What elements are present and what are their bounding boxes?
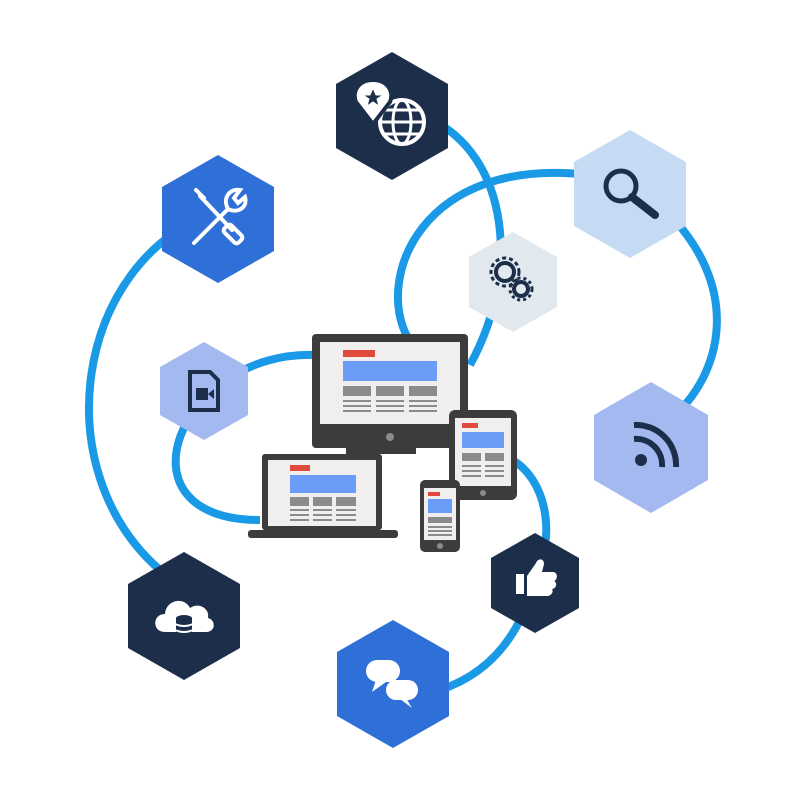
tablet-part: [462, 423, 478, 428]
video-file-icon-part: [188, 370, 220, 412]
smartphone-part: [428, 517, 452, 523]
laptop-part: [290, 465, 310, 471]
magnifier-icon-part: [628, 193, 659, 219]
connection-rings: [85, 111, 721, 694]
chat-node: [337, 620, 449, 748]
wrench-screwdriver-icon: [192, 187, 248, 246]
rss-feed-icon: [633, 421, 680, 468]
ring-bottom: [438, 618, 524, 694]
ring-right: [393, 169, 591, 340]
smartphone: [420, 480, 460, 552]
location-globe-icon: [352, 77, 426, 146]
laptop-part: [248, 530, 398, 538]
cloud-database-node: [128, 552, 240, 680]
thumbs-up-icon-part: [527, 559, 557, 596]
devices-group: [248, 334, 517, 552]
video-file-node: [160, 342, 248, 440]
ring-top: [418, 111, 505, 367]
gears-icon-part: [508, 276, 534, 302]
desktop-monitor-part: [376, 386, 404, 396]
tablet-part: [480, 490, 486, 496]
desktop-monitor-part: [343, 400, 437, 412]
tablet-part: [462, 453, 481, 461]
desktop-monitor: [312, 334, 468, 454]
like-node: [491, 533, 579, 633]
cloud-database-icon: [155, 600, 214, 633]
laptop-part: [313, 497, 332, 506]
desktop-monitor-part: [409, 386, 437, 396]
tablet-part: [455, 418, 511, 486]
chat-bubbles-icon-part: [386, 680, 418, 700]
wrench-screwdriver-icon-part: [223, 187, 248, 213]
desktop-monitor-part: [343, 350, 375, 357]
rss-feed-icon-part: [635, 454, 647, 466]
location-globe-icon-part: [361, 86, 385, 108]
rss-feed-icon-part: [633, 421, 680, 468]
settings-node: [469, 232, 557, 332]
wrench-screwdriver-icon-part: [221, 222, 245, 246]
thumbs-up-icon: [516, 559, 557, 596]
laptop-part: [290, 475, 356, 493]
rss-feed-icon-part: [633, 435, 666, 468]
rss-node: [594, 382, 708, 513]
chat-bubbles-icon-part: [372, 680, 386, 692]
cloud-database-icon-part: [174, 623, 194, 633]
chat-bubbles-icon-part: [366, 660, 400, 682]
laptop: [248, 454, 398, 538]
laptop-part: [336, 497, 356, 506]
chat-bubbles-icon-part: [400, 698, 412, 708]
hexagon-shape: [594, 382, 708, 513]
ring-inner-left: [171, 350, 316, 524]
thumbs-up-icon-part: [516, 574, 524, 594]
desktop-monitor-part: [343, 361, 437, 381]
tablet-part: [462, 432, 504, 448]
laptop-part: [290, 509, 356, 521]
tablet-part: [485, 453, 504, 461]
gears-icon-part: [512, 280, 530, 298]
ring-far-right: [657, 202, 721, 413]
gears-icon: [489, 256, 534, 302]
smartphone-part: [437, 543, 443, 549]
tools-node: [162, 155, 274, 283]
laptop-part: [290, 497, 309, 506]
ring-left: [85, 209, 214, 574]
smartphone-part: [428, 499, 452, 513]
location-globe-node: [336, 52, 448, 180]
search-node: [574, 130, 686, 258]
smartphone-part: [428, 526, 452, 536]
gears-icon-part: [494, 261, 516, 283]
desktop-monitor-part: [343, 386, 371, 396]
video-file-icon-part: [208, 389, 214, 399]
tablet: [449, 410, 517, 500]
wrench-screwdriver-icon-part: [192, 207, 230, 245]
wrench-screwdriver-icon-part: [194, 188, 206, 200]
gears-icon-part: [489, 256, 521, 288]
video-file-icon-part: [196, 388, 208, 400]
tablet-part: [462, 465, 504, 477]
chat-bubbles-icon: [366, 660, 418, 708]
smartphone-part: [428, 492, 440, 496]
magnifier-icon: [603, 168, 659, 219]
magnifier-icon-part: [603, 168, 639, 204]
video-file-icon: [188, 370, 220, 412]
desktop-monitor-part: [386, 433, 394, 441]
